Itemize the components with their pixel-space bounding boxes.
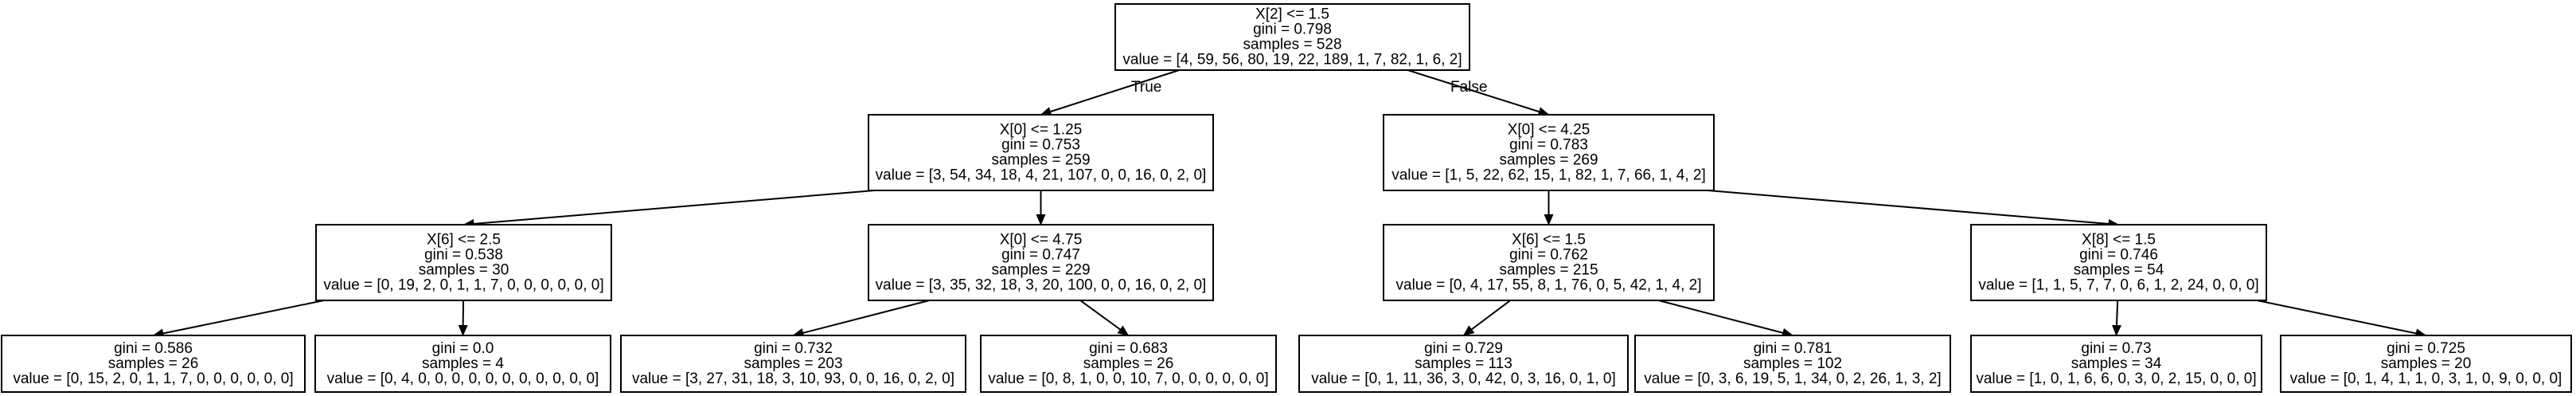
node-text-line: gini = 0.0: [432, 340, 494, 357]
node-box: [1114, 3, 1470, 71]
node-text-line: samples = 34: [2071, 355, 2162, 372]
node-box: [868, 224, 1214, 301]
node-text-line: samples = 113: [1415, 355, 1512, 372]
node-text-line: samples = 54: [2074, 261, 2164, 278]
node-text-line: samples = 215: [1499, 261, 1598, 278]
node-text-line: gini = 0.762: [1509, 246, 1588, 263]
node-text-line: samples = 30: [419, 261, 509, 278]
node-text-line: gini = 0.725: [2387, 340, 2465, 357]
node-text-line: samples = 528: [1243, 36, 1341, 53]
node-text-line: value = [0, 3, 6, 19, 5, 1, 34, 0, 2, 26…: [1644, 371, 1941, 387]
node-box: [2280, 335, 2572, 393]
node-text-line: gini = 0.73: [2081, 340, 2151, 357]
node-text-line: samples = 259: [991, 151, 1090, 168]
tree-edge-n3-n7: [152, 300, 325, 339]
node-text-line: samples = 26: [1083, 355, 1174, 372]
node-text-line: gini = 0.783: [1509, 136, 1588, 153]
node-box: [1970, 224, 2267, 301]
tree-edge-n5-n12: [1658, 300, 1793, 338]
node-text-line: value = [0, 4, 0, 0, 0, 0, 0, 0, 0, 0, 0…: [327, 371, 599, 387]
node-text-line: gini = 0.729: [1424, 340, 1503, 357]
node-text-line: X[8] <= 1.5: [2082, 231, 2156, 248]
node-text-line: value = [0, 8, 1, 0, 0, 10, 7, 0, 0, 0, …: [988, 371, 1268, 387]
node-text-line: X[2] <= 1.5: [1255, 6, 1329, 22]
node-text-line: value = [1, 5, 22, 62, 15, 1, 82, 1, 7, …: [1391, 167, 1706, 183]
node-text-line: value = [0, 1, 4, 1, 1, 0, 3, 1, 0, 9, 0…: [2290, 371, 2562, 387]
node-text-line: X[0] <= 4.25: [1508, 121, 1590, 138]
node-text-line: value = [4, 59, 56, 80, 19, 22, 189, 1, …: [1122, 51, 1462, 68]
edge-label-true: True: [1131, 79, 1161, 96]
tree-edge-n0-n2: [1407, 69, 1550, 116]
node-text-line: gini = 0.746: [2079, 246, 2158, 263]
tree-edge-n4-n9: [792, 300, 930, 338]
node-text-line: X[6] <= 2.5: [427, 231, 501, 248]
node-text-line: samples = 26: [108, 355, 199, 372]
node-text-line: gini = 0.586: [114, 340, 193, 357]
node-text-line: value = [0, 4, 17, 55, 8, 1, 76, 0, 5, 4…: [1396, 276, 1702, 293]
edge-label-false: False: [1450, 79, 1487, 96]
node-box: [1, 335, 306, 393]
node-text-line: gini = 0.732: [754, 340, 833, 357]
node-box: [315, 224, 612, 301]
tree-edge-n6-n13: [2111, 300, 2121, 336]
node-text-line: value = [3, 54, 34, 18, 4, 21, 107, 0, 0…: [876, 167, 1207, 183]
tree-edge-n3-n8: [458, 300, 468, 336]
node-text-line: X[0] <= 1.25: [1000, 121, 1083, 138]
node-text-line: value = [3, 27, 31, 18, 3, 10, 93, 0, 0,…: [632, 371, 954, 387]
node-box: [1298, 335, 1629, 393]
node-text-line: samples = 20: [2381, 355, 2472, 372]
node-text-line: value = [1, 1, 5, 7, 7, 0, 6, 1, 2, 24, …: [1978, 276, 2258, 293]
tree-edge-n6-n14: [2256, 300, 2427, 339]
tree-edge-n2-n6: [1707, 190, 2120, 229]
node-box: [620, 335, 966, 393]
node-box: [314, 335, 611, 393]
node-text-line: samples = 229: [991, 261, 1090, 278]
node-text-line: gini = 0.753: [1001, 136, 1080, 153]
node-box: [980, 335, 1277, 393]
node-text-line: gini = 0.747: [1001, 246, 1080, 263]
node-text-line: X[0] <= 4.75: [1000, 231, 1083, 248]
node-text-line: samples = 203: [744, 355, 842, 372]
node-text-line: samples = 102: [1743, 355, 1842, 372]
node-text-line: X[6] <= 1.5: [1512, 231, 1586, 248]
node-text-line: gini = 0.683: [1089, 340, 1168, 357]
tree-edge-n1-n3: [463, 190, 876, 229]
tree-edge-n5-n11: [1462, 300, 1511, 336]
node-text-line: gini = 0.538: [424, 246, 503, 263]
node-text-line: gini = 0.798: [1253, 21, 1332, 37]
tree-edge-n0-n1: [1040, 69, 1180, 116]
node-text-line: value = [0, 15, 2, 0, 1, 1, 7, 0, 0, 0, …: [13, 371, 293, 387]
node-text-line: value = [1, 0, 1, 6, 6, 0, 3, 0, 2, 15, …: [1976, 371, 2256, 387]
node-box: [1383, 224, 1715, 301]
node-text-line: value = [0, 1, 11, 36, 3, 0, 42, 0, 3, 1…: [1311, 371, 1616, 387]
node-text-line: gini = 0.781: [1754, 340, 1832, 357]
node-box: [1383, 114, 1715, 191]
node-text-line: value = [0, 19, 2, 0, 1, 1, 7, 0, 0, 0, …: [323, 276, 603, 293]
node-text-line: samples = 4: [422, 355, 504, 372]
node-box: [1634, 335, 1951, 393]
edges-layer: True False: [152, 69, 2427, 339]
node-box: [1970, 335, 2262, 393]
node-text-line: value = [3, 35, 32, 18, 3, 20, 100, 0, 0…: [876, 276, 1207, 293]
node-box: [868, 114, 1214, 191]
node-text-line: samples = 269: [1499, 151, 1598, 168]
tree-edge-n4-n10: [1079, 300, 1130, 336]
